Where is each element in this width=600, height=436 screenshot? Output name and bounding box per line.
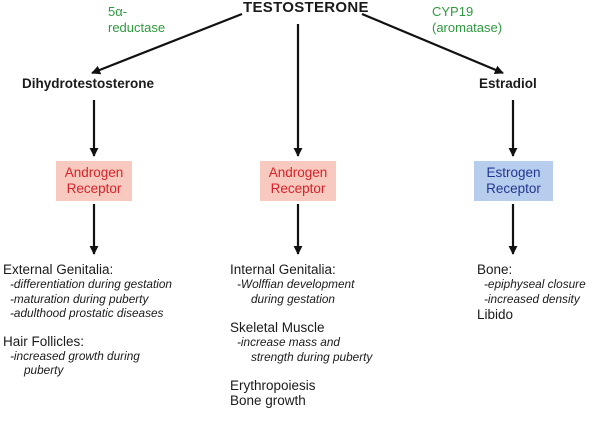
estrogen-receptor-right: Estrogen Receptor bbox=[474, 161, 553, 201]
enzyme-left-line-1: 5α- bbox=[108, 4, 128, 19]
androgen-receptor-left: Androgen Receptor bbox=[56, 161, 132, 201]
external-genitalia-item: -maturation during puberty bbox=[10, 291, 149, 306]
enzyme-right-line-2: (aromatase) bbox=[432, 20, 503, 35]
internal-genitalia-item: during gestation bbox=[251, 291, 335, 306]
hair-follicles-heading: Hair Follicles: bbox=[3, 333, 85, 349]
bone-item: -increased density bbox=[484, 291, 580, 306]
skeletal-muscle-heading: Skeletal Muscle bbox=[230, 320, 325, 335]
libido-label: Libido bbox=[477, 307, 514, 322]
enzyme-5a-reductase: 5α- reductase bbox=[108, 4, 165, 36]
left-effects: External Genitalia: -differentiation dur… bbox=[3, 262, 172, 378]
enzyme-right-line-1: CYP19 bbox=[432, 4, 474, 19]
internal-genitalia-heading: Internal Genitalia: bbox=[230, 262, 336, 277]
receptor-right-line-2: Receptor bbox=[486, 181, 541, 196]
arrow-testosterone-to-estradiol bbox=[361, 12, 504, 75]
receptor-left-line-1: Androgen bbox=[64, 165, 124, 180]
bone-growth-label: Bone growth bbox=[230, 393, 306, 408]
external-genitalia-item: -differentiation during gestation bbox=[10, 277, 172, 291]
receptor-middle-line-2: Receptor bbox=[270, 181, 326, 196]
skeletal-muscle-item: strength during puberty bbox=[251, 349, 373, 364]
enzyme-left-line-2: reductase bbox=[108, 20, 166, 35]
dihydrotestosterone-label: Dihydrotestosterone bbox=[22, 76, 155, 91]
testosterone-title: TESTOSTERONE bbox=[243, 0, 369, 16]
bone-heading: Bone: bbox=[477, 262, 513, 277]
erythropoiesis-label: Erythropoiesis bbox=[230, 378, 316, 393]
arrow-testosterone-to-dht bbox=[91, 12, 243, 75]
skeletal-muscle-item: -increase mass and bbox=[237, 335, 340, 349]
hair-follicles-item: puberty bbox=[24, 363, 64, 377]
receptor-right-line-1: Estrogen bbox=[486, 165, 541, 180]
external-genitalia-item: -adulthood prostatic diseases bbox=[10, 306, 164, 320]
right-effects: Bone: -epiphyseal closure -increased den… bbox=[477, 262, 586, 322]
middle-effects: Internal Genitalia: -Wolffian developmen… bbox=[230, 262, 372, 408]
hair-follicles-item: -increased growth during bbox=[10, 348, 140, 363]
estradiol-label: Estradiol bbox=[479, 76, 537, 91]
bone-item: -epiphyseal closure bbox=[484, 277, 586, 291]
receptor-middle-line-1: Androgen bbox=[268, 165, 328, 180]
internal-genitalia-item: -Wolffian development bbox=[237, 277, 355, 291]
receptor-left-line-2: Receptor bbox=[66, 181, 122, 196]
androgen-receptor-middle: Androgen Receptor bbox=[260, 161, 336, 201]
external-genitalia-heading: External Genitalia: bbox=[3, 262, 114, 277]
enzyme-cyp19-aromatase: CYP19 (aromatase) bbox=[432, 4, 502, 36]
